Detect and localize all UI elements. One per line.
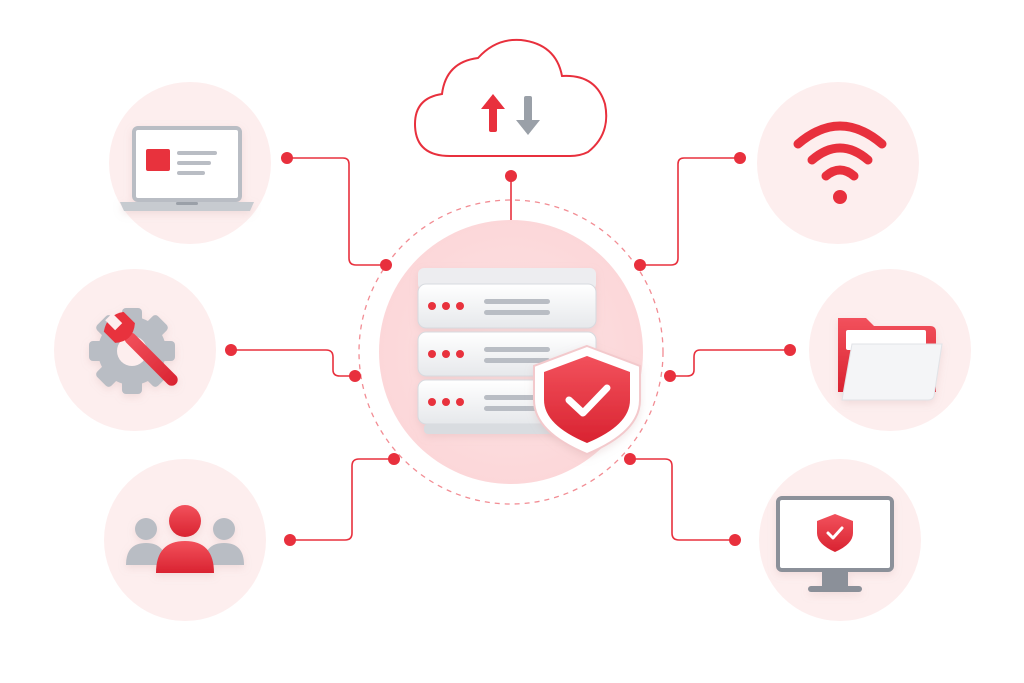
cloud-sync-icon <box>413 38 608 157</box>
folder-icon <box>838 318 943 401</box>
connector-settings <box>231 349 355 377</box>
laptop-icon <box>120 126 254 211</box>
gear-wrench-icon <box>89 308 178 394</box>
connector-laptop <box>287 157 386 266</box>
hub-orbit <box>358 199 664 505</box>
connector-users <box>290 458 394 541</box>
download-arrow <box>516 96 540 135</box>
connector-wifi <box>640 157 740 266</box>
users-group-icon <box>126 505 244 573</box>
upload-arrow <box>481 94 505 132</box>
wifi-node <box>757 82 919 244</box>
connector-monitor <box>630 458 735 541</box>
monitor-shield-icon <box>776 496 894 592</box>
connector-lines <box>231 157 790 541</box>
shield-check-icon <box>533 344 641 456</box>
connector-folder <box>670 349 790 377</box>
users-node <box>104 459 266 621</box>
wifi-icon <box>793 121 887 204</box>
